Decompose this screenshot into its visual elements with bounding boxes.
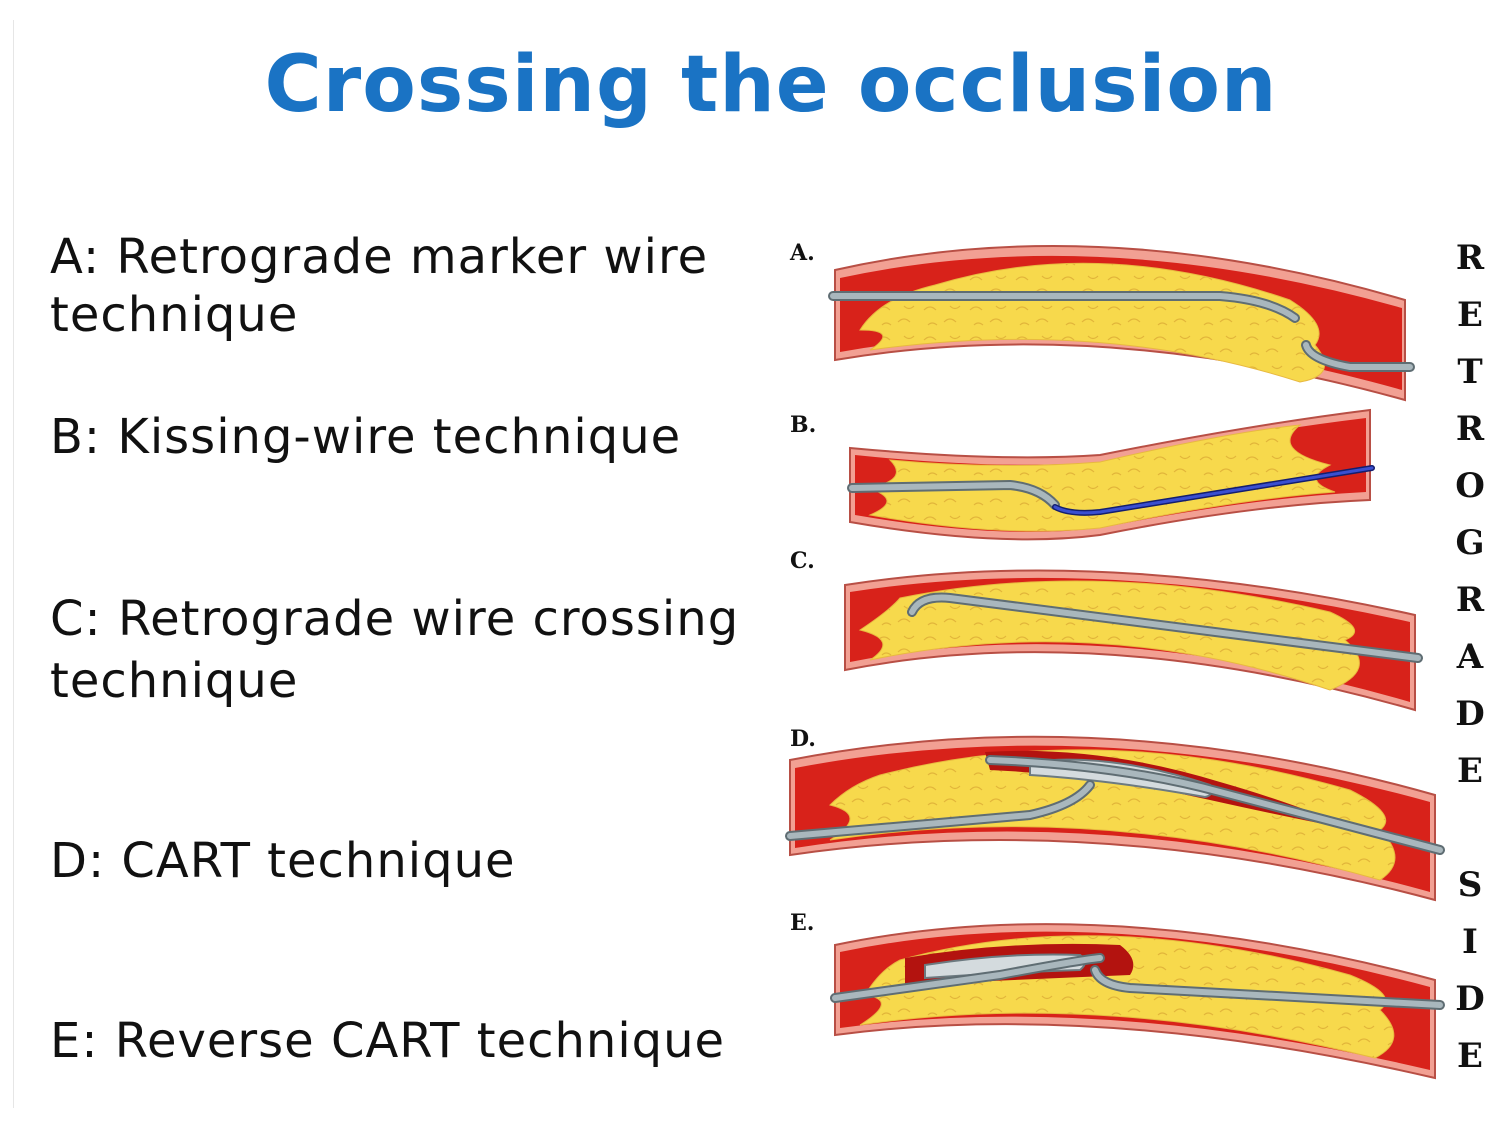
vessel-panel-a bbox=[828, 245, 1415, 402]
side-letter-2: E bbox=[1457, 295, 1483, 335]
side-letter-13: D bbox=[1455, 979, 1485, 1019]
side-letter-12: I bbox=[1462, 922, 1478, 962]
side-letter-9: D bbox=[1455, 694, 1485, 734]
plaque-b bbox=[867, 424, 1336, 532]
side-letter-3: T bbox=[1457, 352, 1483, 392]
side-letter-14: E bbox=[1457, 1036, 1483, 1076]
side-letter-1: R bbox=[1455, 238, 1485, 278]
vessel-panel-e bbox=[830, 923, 1445, 1080]
technique-b-line-1: B: Kissing-wire technique bbox=[50, 409, 682, 465]
technique-d: D: CART technique bbox=[50, 832, 770, 890]
technique-e-line-1: E: Reverse CART technique bbox=[50, 1013, 726, 1069]
vessel-panel-c bbox=[844, 569, 1423, 712]
technique-c: C: Retrograde wire crossing technique bbox=[50, 590, 770, 710]
panel-label-a: A. bbox=[790, 240, 815, 266]
side-letter-8: A bbox=[1456, 637, 1484, 677]
page-title: Crossing the occlusion bbox=[264, 40, 1278, 130]
side-letter-6: G bbox=[1455, 523, 1485, 563]
technique-a-line-1: A: Retrograde marker wire bbox=[50, 229, 709, 285]
technique-a: A: Retrograde marker wire technique bbox=[50, 228, 770, 344]
plaque-c bbox=[858, 580, 1360, 691]
panel-label-b: B. bbox=[790, 412, 817, 438]
vessel-panel-b bbox=[847, 408, 1375, 541]
technique-d-line-1: D: CART technique bbox=[50, 833, 516, 889]
technique-c-line-1: C: Retrograde wire crossing bbox=[50, 591, 740, 647]
vessel-panel-d bbox=[785, 735, 1445, 902]
technique-c-line-2: technique bbox=[50, 653, 299, 709]
side-letter-4: R bbox=[1455, 409, 1485, 449]
side-letter-11: S bbox=[1457, 865, 1483, 905]
plaque-d bbox=[829, 749, 1396, 881]
panel-label-c: C. bbox=[790, 548, 815, 574]
panel-label-e: E. bbox=[790, 910, 815, 936]
technique-b: B: Kissing-wire technique bbox=[50, 408, 770, 466]
side-letter-5: O bbox=[1455, 466, 1485, 506]
side-letter-7: R bbox=[1455, 580, 1485, 620]
technique-e: E: Reverse CART technique bbox=[50, 1012, 770, 1070]
side-letter-10: E bbox=[1457, 751, 1483, 791]
technique-a-line-2: technique bbox=[50, 287, 299, 343]
left-border-line bbox=[13, 20, 14, 1108]
panel-label-d: D. bbox=[790, 726, 816, 752]
